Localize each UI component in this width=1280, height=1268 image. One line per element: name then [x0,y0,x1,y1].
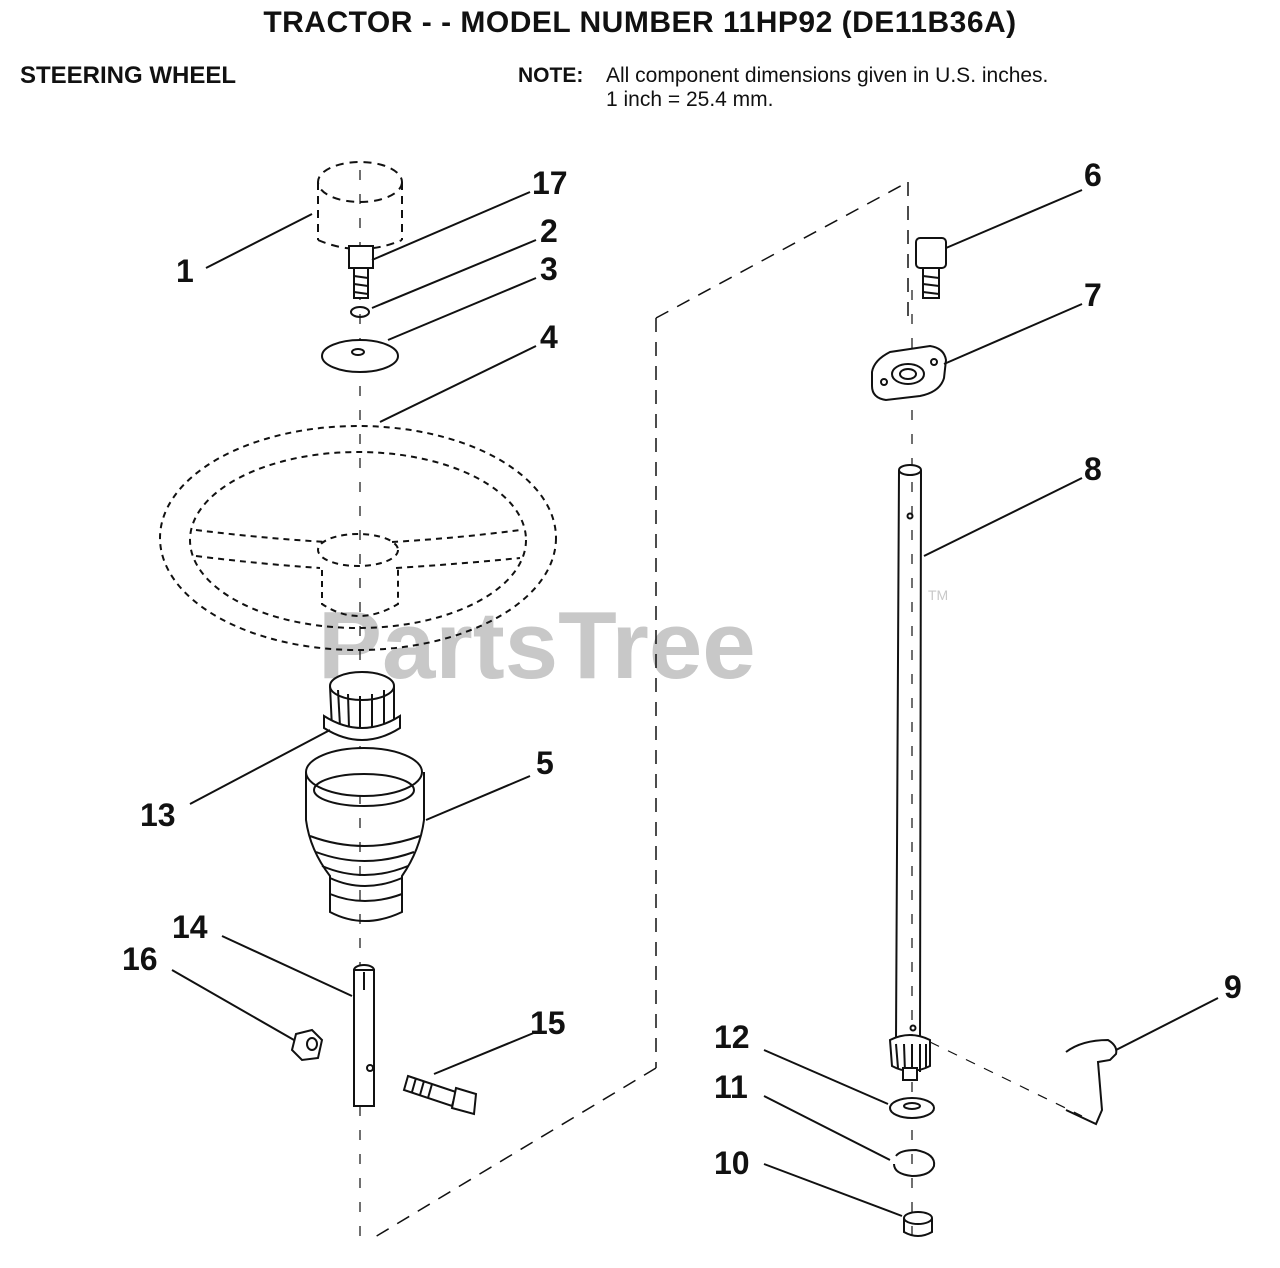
part-17-bolt [348,245,374,299]
part-13-adapter [323,671,401,741]
dimension-note: NOTE: All component dimensions given in U… [518,64,1048,112]
callout-6: 6 [1084,157,1102,193]
part-10-bushing [903,1211,933,1237]
callout-9: 9 [1224,969,1242,1005]
part-7-flange [871,344,948,402]
callout-12: 12 [714,1019,750,1055]
callout-8: 8 [1084,451,1102,487]
part-2-lock-washer [350,306,370,318]
part-9-bracket [1065,1038,1118,1126]
part-16-nut [290,1028,324,1062]
note-label: NOTE: [518,64,584,87]
part-9-guide-line [929,1041,1083,1117]
watermark-tm: TM [928,587,948,603]
callout-15: 15 [530,1005,566,1041]
frame-dashed-lines [369,181,909,1241]
part-12-washer [889,1097,935,1119]
section-title: STEERING WHEEL [20,62,237,89]
part-5-boot [305,747,425,922]
callout-5: 5 [536,745,554,781]
part-14-shaft [353,964,375,1107]
callout-2: 2 [540,213,558,249]
callout-13: 13 [140,797,176,833]
note-line-2: 1 inch = 25.4 mm. [606,88,774,111]
part-3-washer [321,339,399,373]
leader-lines [171,189,1219,1217]
part-6-bolt [915,237,947,299]
callout-3: 3 [540,251,558,287]
part-15-bolt [402,1074,478,1116]
part-4-steering-wheel [159,425,557,651]
callout-4: 4 [540,319,558,355]
callout-17: 17 [532,165,568,201]
part-11-snap-ring [893,1148,936,1178]
callout-11: 11 [714,1069,748,1105]
page-title: TRACTOR - - MODEL NUMBER 11HP92 (DE11B36… [263,6,1017,39]
callout-1: 1 [176,253,194,289]
callout-14: 14 [172,909,208,945]
callout-10: 10 [714,1145,750,1181]
callout-7: 7 [1084,277,1102,313]
callout-16: 16 [122,941,158,977]
note-line-1: All component dimensions given in U.S. i… [606,64,1049,87]
callout-labels: 1 17 2 3 4 13 5 14 16 15 6 7 8 9 12 11 1… [122,157,1242,1181]
part-8-steering-shaft [888,464,931,1081]
